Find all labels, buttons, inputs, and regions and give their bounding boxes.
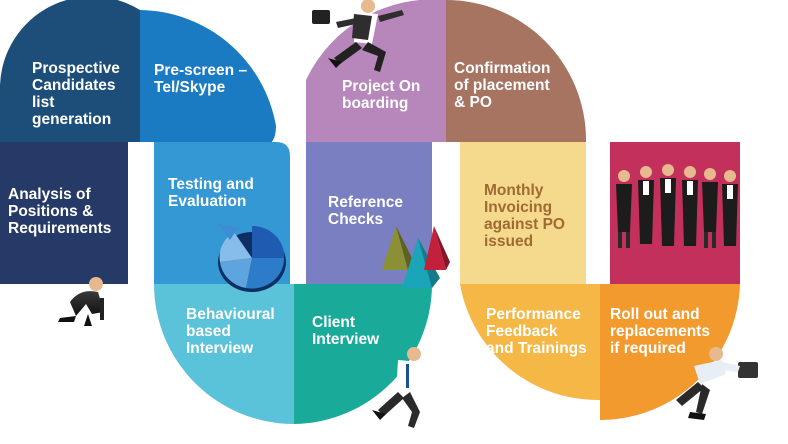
step-label-line: Tel/Skype [154, 79, 226, 96]
step-label-line: based [186, 323, 231, 340]
step-label-line: Candidates [32, 77, 116, 94]
step-label-line: Pre-screen – [154, 62, 248, 79]
step-label-line: Performance [486, 306, 581, 323]
step-label-line: Feedback [486, 323, 558, 340]
step-label-line: Invoicing [484, 199, 553, 216]
block-rollout [600, 284, 740, 420]
step-label-line: Reference [328, 194, 403, 211]
block-analysis [0, 142, 128, 284]
step-label-line: of placement [454, 77, 550, 94]
block-client [294, 284, 432, 424]
pyramids-icon [382, 226, 450, 288]
step-label-line: boarding [342, 95, 409, 112]
step-label-line: Evaluation [168, 193, 247, 210]
pie-chart-icon [218, 224, 286, 292]
step-label-line: against PO [484, 216, 565, 233]
running-businessman-icon-middle [372, 347, 430, 428]
step-label-line: Client [312, 314, 356, 331]
step-label-line: if required [610, 340, 686, 357]
step-label-line: Monthly [484, 182, 544, 199]
step-label-line: Interview [186, 340, 254, 357]
step-label-line: list [32, 94, 55, 111]
block-performance [460, 284, 600, 401]
business-team-icon [616, 164, 738, 248]
step-label-line: Behavioural [186, 306, 275, 323]
step-label-line: & PO [454, 94, 492, 111]
step-label-line: Confirmation [454, 60, 551, 77]
step-label-line: and Trainings [486, 340, 587, 357]
step-label-prescreen: Pre-screen –Tel/Skype [154, 62, 247, 96]
block-prospective [0, 0, 140, 142]
step-label-line: Project On [342, 78, 421, 95]
step-label-line: Checks [328, 211, 384, 228]
step-label-line: Analysis of [8, 186, 91, 203]
block-behavioural [154, 284, 294, 424]
step-label-line: Roll out and [610, 306, 700, 323]
step-label-line: Testing and [168, 176, 254, 193]
block-monthly [460, 142, 586, 284]
step-label-line: replacements [610, 323, 710, 340]
step-label-line: Prospective [32, 60, 120, 77]
step-label-line: Requirements [8, 220, 112, 237]
block-project [306, 0, 446, 142]
running-businessman-icon-top [312, 0, 404, 72]
running-businessman-icon-bottom [676, 347, 758, 420]
block-prescreen [140, 10, 276, 146]
step-label-line: issued [484, 233, 534, 250]
crouching-businessman-icon [58, 277, 104, 326]
step-label-line: Interview [312, 331, 380, 348]
block-confirmation [446, 0, 586, 142]
step-label-line: Positions & [8, 203, 94, 220]
step-label-line: generation [32, 111, 112, 128]
block-team-background [610, 142, 740, 284]
